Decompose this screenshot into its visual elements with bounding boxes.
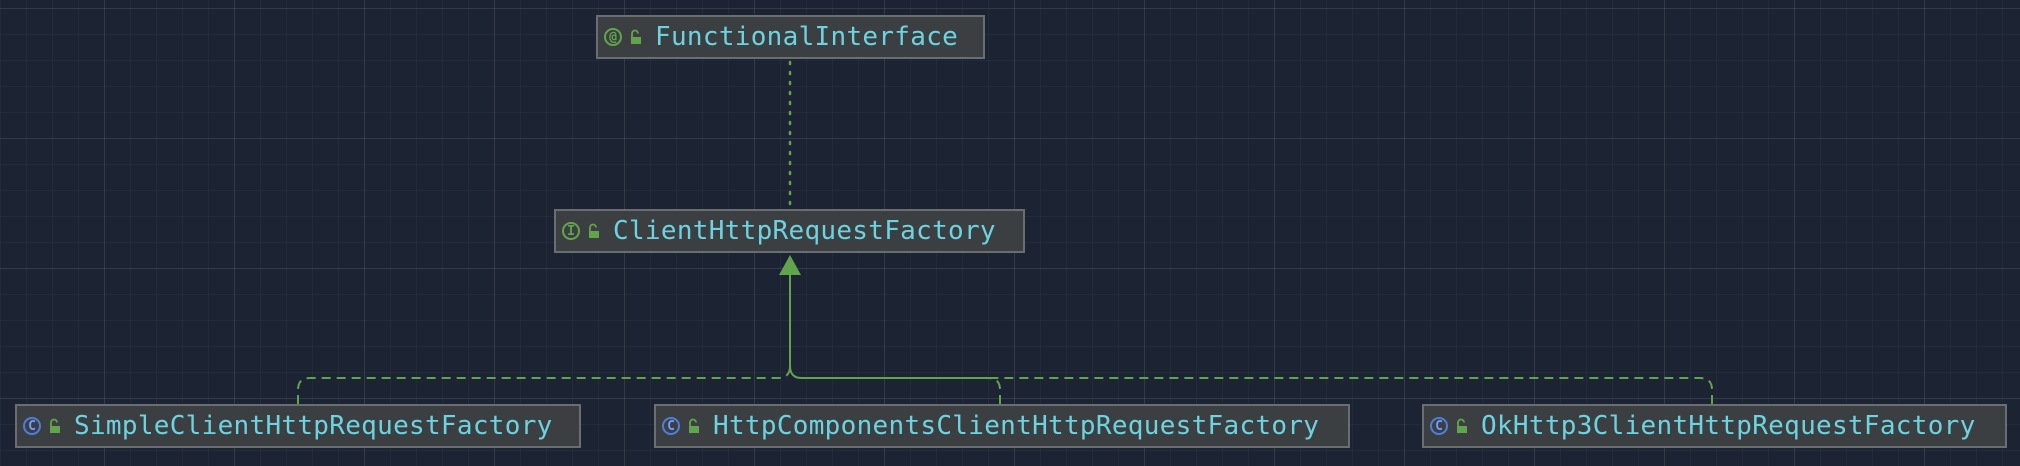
public-lock-icon [631,29,641,44]
public-lock-icon [1457,418,1467,433]
node-label: HttpComponentsClientHttpRequestFactory [713,411,1320,441]
class-icon: C [1430,417,1448,435]
public-lock-icon [50,418,60,433]
edge-implements-httpcomponents [789,365,1001,404]
node-functional-interface[interactable]: @ FunctionalInterface [596,15,985,59]
node-label: SimpleClientHttpRequestFactory [74,411,553,441]
node-http-components-client-http-request-factory[interactable]: C HttpComponentsClientHttpRequestFactory [654,404,1350,448]
annotation-icon: @ [604,28,622,46]
edge-implements-okhttp3 [789,365,1713,404]
node-label: OkHttp3ClientHttpRequestFactory [1481,411,1976,441]
public-lock-icon [689,418,699,433]
edge-implements-simple [297,365,791,404]
implements-arrowhead [779,255,801,275]
class-icon: C [662,417,680,435]
edge-implements-group [297,365,1713,404]
node-label: FunctionalInterface [655,22,959,52]
node-client-http-request-factory[interactable]: I ClientHttpRequestFactory [554,209,1025,253]
interface-icon: I [562,222,580,240]
node-label: ClientHttpRequestFactory [613,216,996,246]
node-simple-client-http-request-factory[interactable]: C SimpleClientHttpRequestFactory [15,404,581,448]
node-okhttp3-client-http-request-factory[interactable]: C OkHttp3ClientHttpRequestFactory [1422,404,2007,448]
public-lock-icon [589,223,599,238]
class-icon: C [23,417,41,435]
